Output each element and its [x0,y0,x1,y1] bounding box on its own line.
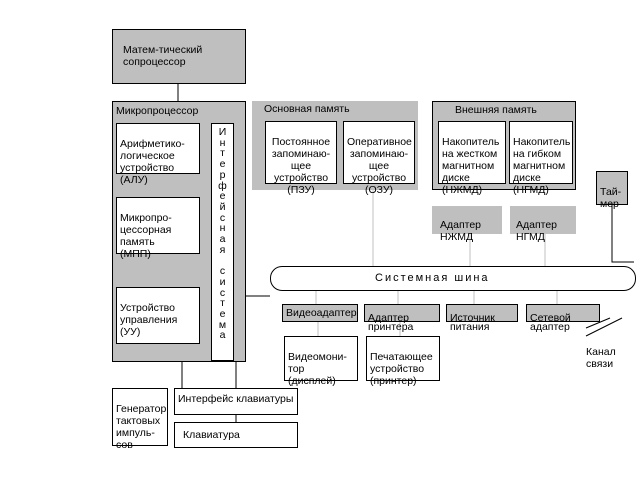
printer-adapter-box: Адаптер принтера [364,304,440,332]
monitor-box: Видеомони- тор (дисплей) [284,336,358,387]
clock-generator-box: Генератор тактовых импуль- сов [112,388,168,451]
timer-label: Тай- мер [600,186,622,210]
external-memory-title: Внешняя память [455,104,537,116]
rom-label: Постоянное запоминаю- щее устройство (ПЗ… [271,136,331,196]
keyboard-interface-box: Интерфейс клавиатуры [174,388,298,415]
monitor-label: Видеомони- тор (дисплей) [288,351,347,387]
control-unit-box: Устройство управления (УУ) [116,287,200,344]
video-adapter-box: Видеоадаптер [282,304,358,322]
comm-channel-label: Канал связи [586,346,616,370]
alu-box: Арифметико- логическое устройство (АЛУ) [116,123,200,186]
rom-box: Постоянное запоминаю- щее устройство (ПЗ… [265,121,337,196]
network-adapter-box: Сетевой адаптер [526,304,600,332]
video-adapter-label: Видеоадаптер [286,307,357,319]
keyboard-interface-label: Интерфейс клавиатуры [178,393,294,405]
power-supply-label: Источник питания [450,312,495,333]
math-coprocessor-box: Матем-тический сопроцессор [112,29,246,84]
ram-label: Оперативное запоминаю- щее устройство (О… [347,136,412,196]
interface-system-box: И н т е р ф е й с н а я с и с т е м а [211,123,234,361]
hdd-label: Накопитель на жестком магнитном диске (Н… [442,136,500,196]
alu-label: Арифметико- логическое устройство (АЛУ) [120,138,185,186]
mpp-box: Микропро- цессорная память (МПП) [116,197,200,260]
fdd-adapter-box: Адаптер НГМД [510,206,576,243]
hdd-adapter-label: Адаптер НЖМД [440,219,482,243]
printer-label: Печатающее устройство (принтер) [370,351,433,387]
printer-adapter-label: Адаптер принтера [368,312,414,333]
microprocessor-title: Микропроцессор [116,105,199,117]
control-unit-label: Устройство управления (УУ) [120,302,178,338]
fdd-box: Накопитель на гибком магнитном диске (НГ… [509,121,573,196]
system-bus-label: Системная шина [375,272,490,284]
fdd-adapter-label: Адаптер НГМД [516,219,558,243]
mpp-label: Микропро- цессорная память (МПП) [120,212,172,260]
network-adapter-label: Сетевой адаптер [530,312,571,333]
ram-box: Оперативное запоминаю- щее устройство (О… [343,121,415,196]
power-supply-box: Источник питания [446,304,518,332]
fdd-label: Накопитель на гибком магнитном диске (НГ… [513,136,571,196]
timer-box: Тай- мер [596,171,628,210]
keyboard-box: Клавиатура [174,422,298,448]
interface-system-label: И н т е р ф е й с н а я с и с т е м а [218,126,227,342]
hdd-box: Накопитель на жестком магнитном диске (Н… [438,121,506,196]
system-bus: Системная шина [270,266,636,291]
printer-box: Печатающее устройство (принтер) [366,336,440,387]
main-memory-title: Основная память [264,103,350,115]
math-coprocessor-label: Матем-тический сопроцессор [123,44,203,68]
hdd-adapter-box: Адаптер НЖМД [432,206,502,243]
clock-generator-label: Генератор тактовых импуль- сов [116,403,167,451]
keyboard-label: Клавиатура [183,429,240,441]
